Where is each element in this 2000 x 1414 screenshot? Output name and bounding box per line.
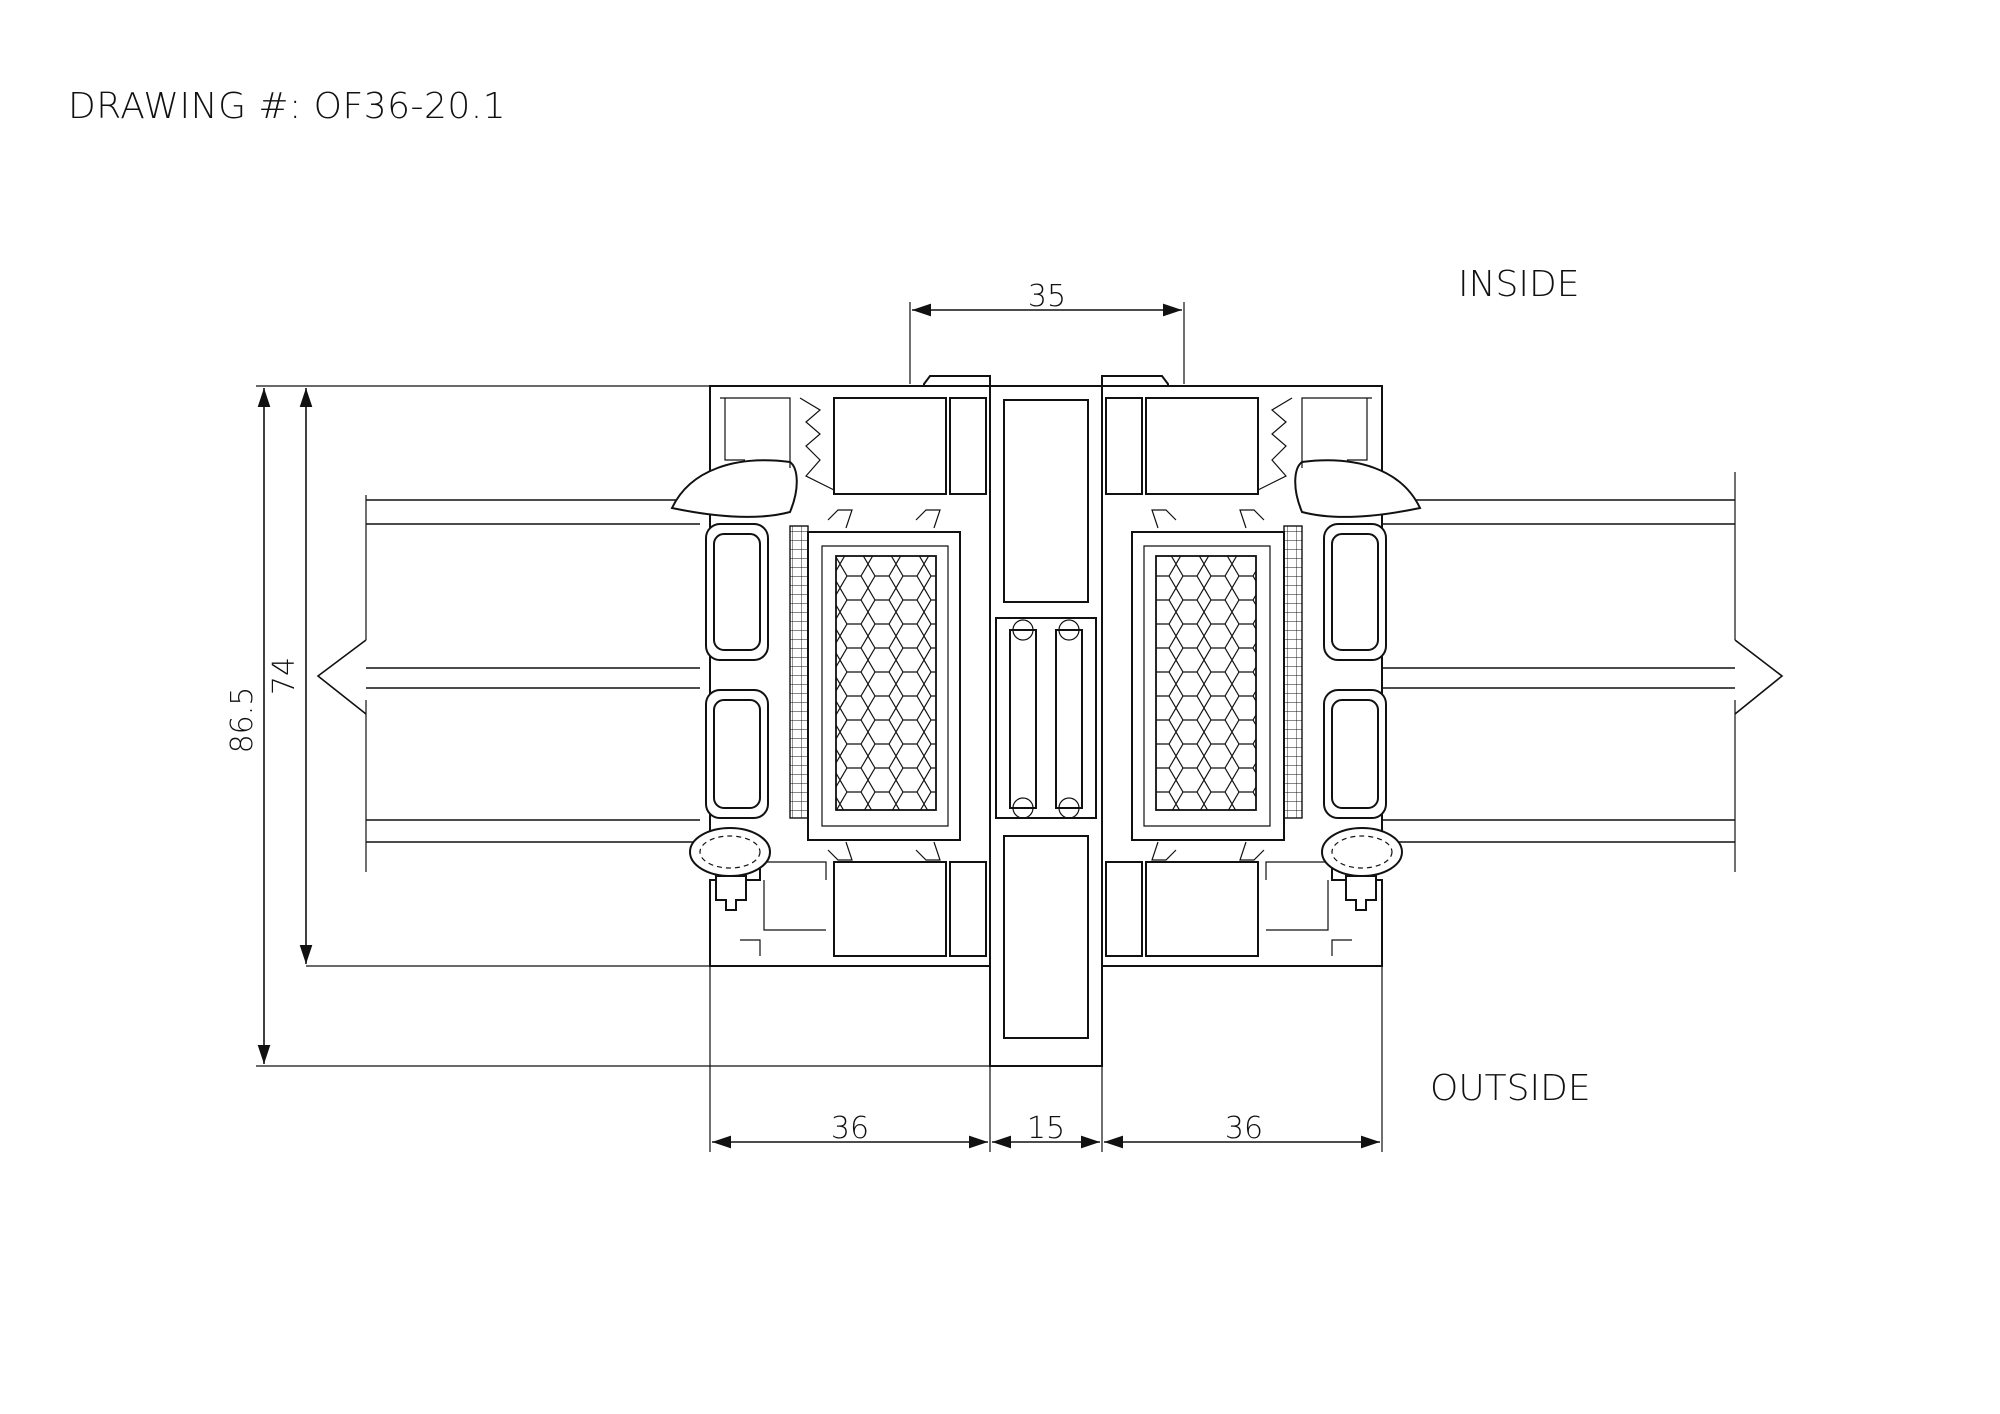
dimension-overall-height: 86.5 — [225, 687, 260, 754]
dimension-mullion-width: 15 — [1027, 1111, 1065, 1146]
outside-label: OUTSIDE — [1430, 1068, 1591, 1109]
dimension-bottom: 36 15 36 — [709, 966, 1383, 1152]
inside-label: INSIDE — [1458, 264, 1579, 305]
frame-left — [670, 385, 991, 967]
dimension-top-value: 35 — [1028, 279, 1066, 314]
dimension-right-width: 36 — [1225, 1111, 1263, 1146]
dimension-inner-height: 74 — [267, 657, 302, 695]
mullion — [923, 375, 1169, 1067]
dimension-top: 35 — [909, 279, 1185, 384]
glazing-left — [316, 495, 700, 872]
dimension-left-width: 36 — [831, 1111, 869, 1146]
frame-right — [1101, 385, 1422, 967]
dimension-vertical: 86.5 74 — [225, 385, 990, 1067]
drawing-number: DRAWING #: OF36-20.1 — [68, 86, 507, 127]
